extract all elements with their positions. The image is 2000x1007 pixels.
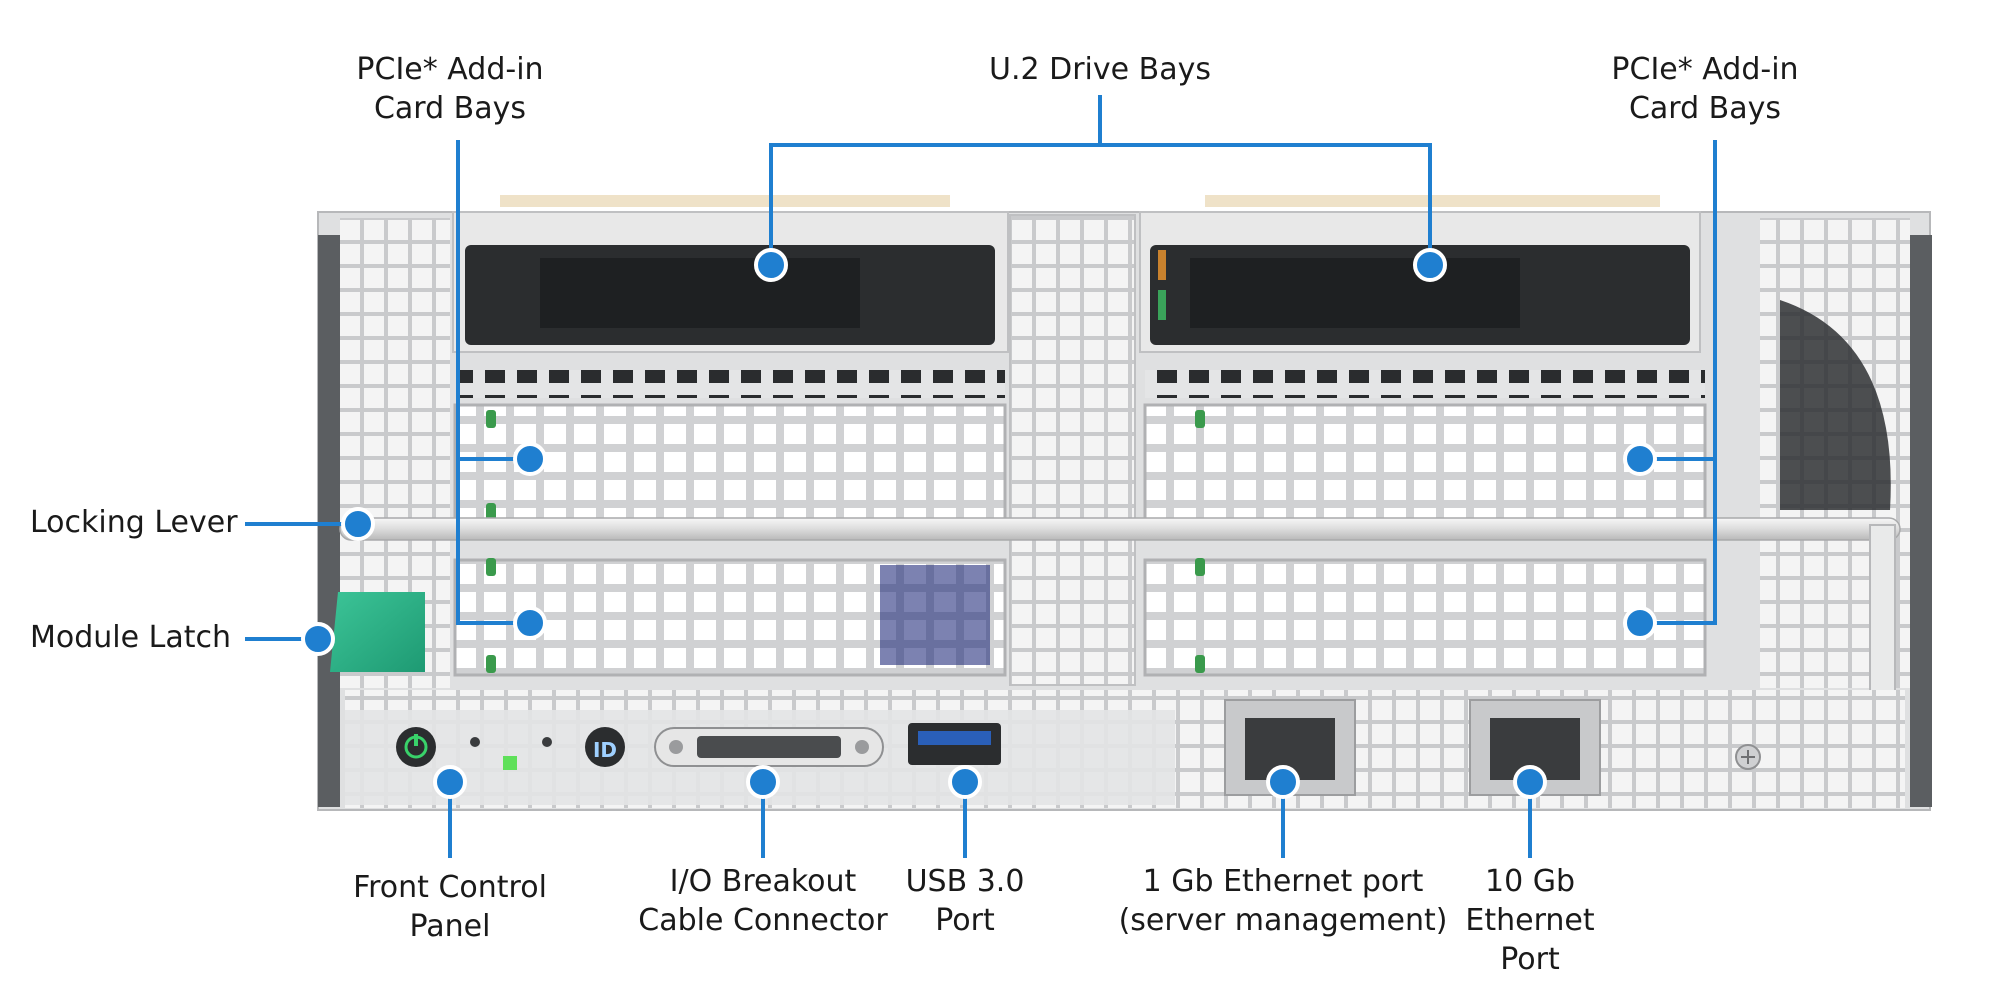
vent-row-left [460, 370, 1005, 398]
drive-led-amber [1158, 250, 1166, 280]
label-io-breakout: I/O Breakout Cable Connector [638, 864, 888, 938]
module-latch[interactable] [330, 592, 425, 672]
led-pinhole-1 [470, 737, 480, 747]
led-pinhole-2 [542, 737, 552, 747]
drive-top-left [500, 195, 950, 207]
id-button[interactable] [585, 727, 625, 767]
id-icon: ID [593, 738, 617, 762]
fan-shadow [1780, 300, 1891, 510]
u2-drive-right-handle [1190, 258, 1520, 328]
callout-lines [245, 95, 1717, 858]
drive-top-right [1205, 195, 1660, 207]
pcie-bay-left-upper [453, 403, 1007, 522]
label-locking-lever: Locking Lever [30, 505, 238, 540]
label-10gb-ethernet: 10 Gb Ethernet Port [1465, 864, 1595, 977]
pcie-bay-right-upper [1143, 403, 1707, 522]
pcie-bay-right-lower [1143, 558, 1707, 677]
chassis-left-edge [318, 235, 340, 807]
label-pcie-left: PCIe* Add-in Card Bays [356, 52, 544, 126]
center-divider [1009, 214, 1136, 686]
status-led [503, 756, 517, 770]
label-usb: USB 3.0 Port [905, 864, 1025, 938]
label-module-latch: Module Latch [30, 620, 231, 655]
locking-lever-bar[interactable] [339, 517, 1901, 541]
drive-led-green [1158, 290, 1166, 320]
power-button[interactable] [396, 727, 436, 767]
label-1gb-ethernet: 1 Gb Ethernet port (server management) [1118, 864, 1448, 938]
vent-row-right [1145, 370, 1705, 398]
label-pcie-right: PCIe* Add-in Card Bays [1611, 52, 1799, 126]
u2-drive-left-handle [540, 258, 860, 328]
label-front-control-panel: Front Control Panel [353, 870, 547, 944]
callout-dots [301, 248, 1657, 799]
chassis-right-edge [1910, 235, 1932, 807]
label-u2-drive-bays: U.2 Drive Bays [989, 52, 1211, 87]
